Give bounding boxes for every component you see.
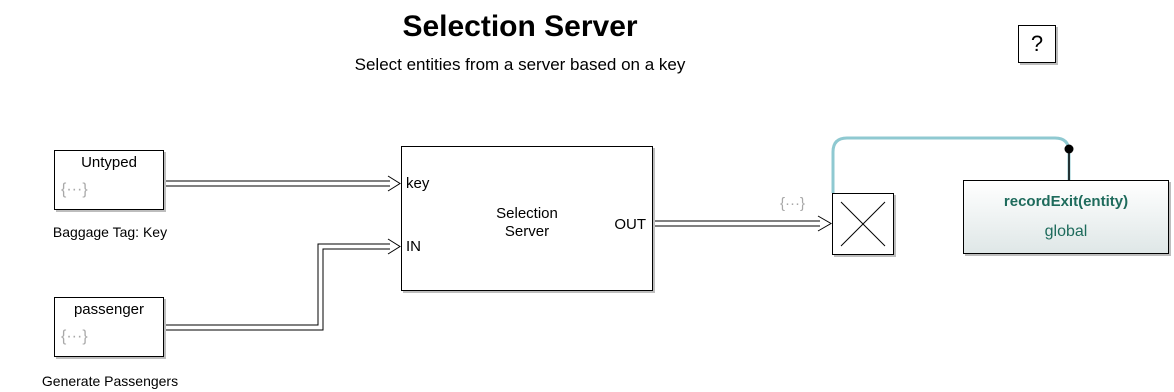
entity-type-icon: {···} — [61, 181, 88, 198]
port-out-label: OUT — [614, 216, 646, 233]
passenger-source-label: passenger — [73, 301, 145, 318]
diagram-title: Selection Server — [402, 10, 638, 43]
selection-server-block[interactable]: key IN OUT Selection Server — [401, 146, 653, 291]
port-in-label: IN — [406, 238, 421, 255]
key-source-label: Untyped — [81, 154, 137, 171]
key-source-caption: Baggage Tag: Key — [52, 224, 168, 240]
port-key-label: key — [406, 175, 430, 192]
entity-terminator-block[interactable] — [832, 193, 894, 255]
key-source-block[interactable]: Untyped {···} — [54, 150, 164, 210]
connection-function-call[interactable] — [831, 136, 1074, 193]
passenger-source-caption: Generate Passengers — [41, 373, 179, 389]
entity-type-icon: {···} — [61, 328, 88, 345]
entity-type-icon: {···} — [780, 195, 806, 212]
connection-dot — [1064, 144, 1074, 154]
diagram-subtitle: Select entities from a server based on a… — [354, 55, 686, 74]
function-scope: global — [1044, 223, 1088, 240]
connection-key[interactable] — [163, 175, 401, 192]
selection-server-name: Selection Server — [496, 205, 558, 240]
cross-icon — [840, 201, 886, 247]
connection-out[interactable] — [652, 215, 833, 232]
function-name: recordExit(entity) — [1003, 193, 1129, 210]
passenger-source-block[interactable]: passenger {···} — [54, 297, 164, 357]
help-button[interactable]: ? — [1018, 25, 1056, 63]
simulink-function-block[interactable]: recordExit(entity) global — [963, 180, 1169, 254]
connection-passenger[interactable] — [163, 238, 401, 331]
